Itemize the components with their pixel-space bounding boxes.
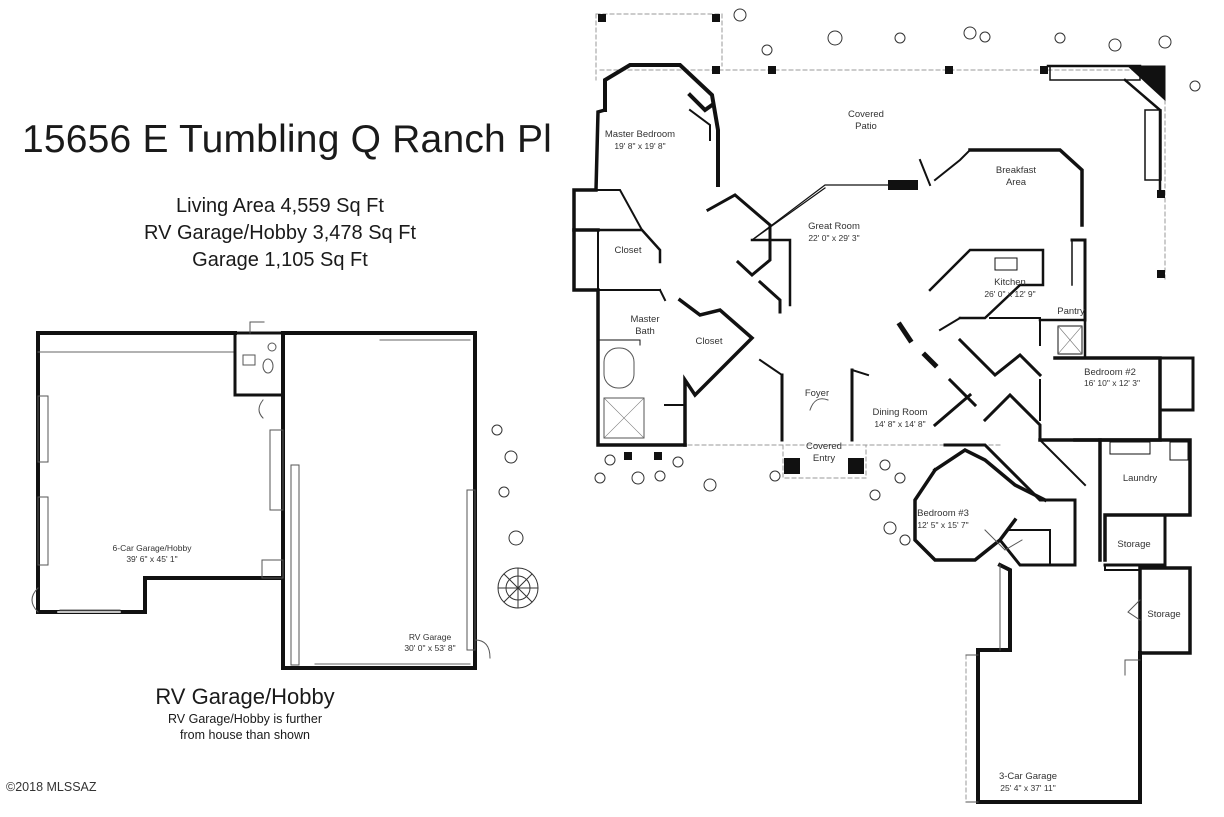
breakfast-label-2: Area [1006,177,1027,188]
master-bedroom-label: Master Bedroom [605,129,675,140]
breakfast-label: Breakfast [996,165,1036,176]
master-bedroom-dims: 19' 8" x 19' 8" [614,141,665,151]
pantry-label: Pantry [1057,306,1085,317]
foyer-label: Foyer [805,388,829,399]
copyright-notice: ©2018 MLSSAZ [6,780,97,794]
property-address-title: 15656 E Tumbling Q Ranch Pl [22,118,553,161]
closet-1-label: Closet [615,245,642,256]
landscape-trees-left [491,424,539,609]
garage-area-stat: Garage 1,105 Sq Ft [192,249,368,271]
rv-garage-note-line1: RV Garage/Hobby is further [167,712,322,726]
rv-garage-heading: RV Garage/Hobby [155,684,335,709]
room-labels: Master Bedroom 19' 8" x 19' 8" Covered P… [113,109,1181,793]
covered-entry-label: Covered [806,441,842,452]
great-room-dims: 22' 0" x 29' 3" [808,233,859,243]
bedroom-2-dims: 16' 10" x 12' 3" [1084,378,1140,388]
master-bath-label: Master [630,314,659,325]
kitchen-label: Kitchen [994,277,1026,288]
three-car-garage-label: 3-Car Garage [999,771,1057,782]
landscape-shrubs [594,8,1201,546]
six-car-garage-label: 6-Car Garage/Hobby [113,543,193,553]
bedroom-3-label: Bedroom #3 [917,508,969,519]
rv-garage-area-stat: RV Garage/Hobby 3,478 Sq Ft [143,222,416,244]
bedroom-2-label: Bedroom #2 [1084,367,1136,378]
laundry-label: Laundry [1123,473,1158,484]
six-car-garage-dims: 39' 6" x 45' 1" [126,554,177,564]
rv-garage-label: RV Garage [409,632,452,642]
covered-patio-label: Covered [848,109,884,120]
covered-patio-label-2: Patio [855,121,877,132]
rv-garage-building [31,321,491,670]
closet-2-label: Closet [696,336,723,347]
storage-2-label: Storage [1147,609,1180,620]
kitchen-dims: 26' 0" x 12' 9" [984,289,1035,299]
rv-garage-dims: 30' 0" x 53' 8" [404,643,455,653]
bedroom-3-dims: 12' 5" x 15' 7" [917,520,968,530]
master-bath-label-2: Bath [635,326,655,337]
main-house [572,13,1195,804]
storage-1-label: Storage [1117,539,1150,550]
living-area-stat: Living Area 4,559 Sq Ft [176,195,384,217]
dining-room-label: Dining Room [873,407,928,418]
three-car-garage-dims: 25' 4" x 37' 11" [1000,783,1055,793]
rv-garage-note-line2: from house than shown [180,728,310,742]
covered-entry-label-2: Entry [813,453,835,464]
dining-room-dims: 14' 8" x 14' 8" [874,419,925,429]
great-room-label: Great Room [808,221,860,232]
